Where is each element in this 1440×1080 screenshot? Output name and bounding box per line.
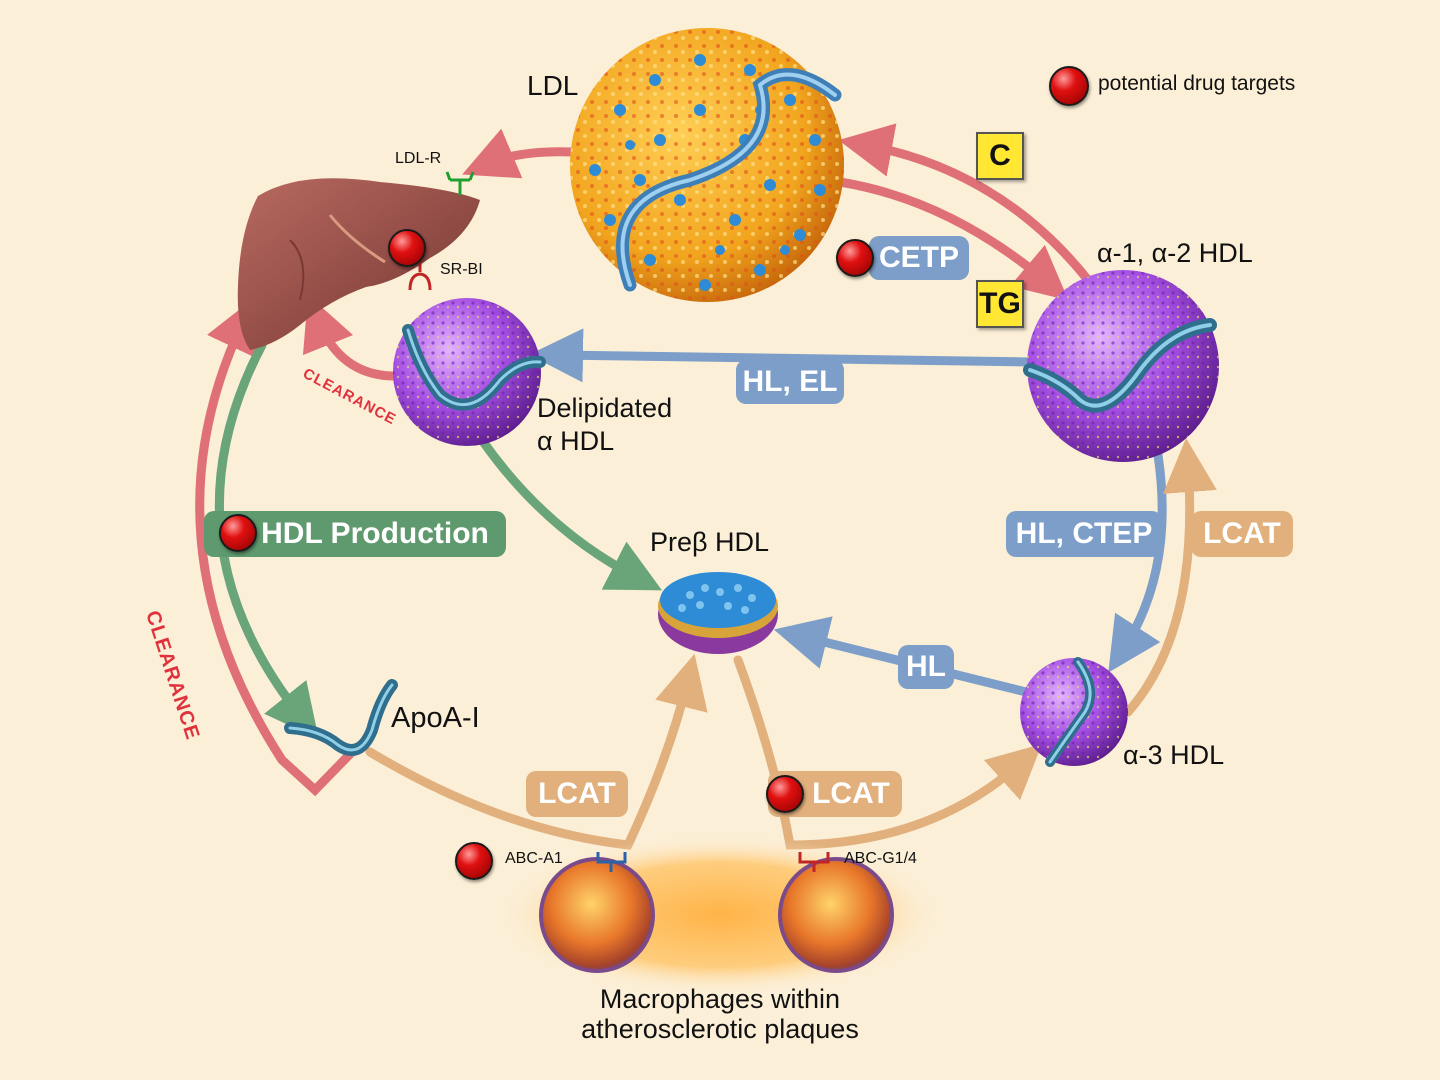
- sr-bi-label: SR-BI: [440, 261, 483, 278]
- lcat-right-pill: LCAT: [1191, 511, 1293, 557]
- arrow-lcat-mid: [733, 655, 1043, 850]
- alpha3-hdl-particle: [1020, 657, 1128, 767]
- apoa-i-strand: [284, 679, 398, 756]
- ldl-label: LDL: [527, 70, 579, 101]
- arrow-hl-ctep: [1108, 450, 1167, 673]
- delipidated-label-line2: α HDL: [537, 426, 615, 456]
- delipidated-label-line1: Delipidated: [537, 393, 673, 423]
- abc-a1-label: ABC-A1: [505, 850, 563, 867]
- ldl-r-label: LDL-R: [395, 150, 442, 167]
- arrow-delipidated-to-prebeta: [477, 435, 662, 591]
- hl-el-pill: HL, EL: [736, 360, 844, 404]
- abc-g-label: ABC-G1/4: [844, 850, 917, 867]
- alpha12-hdl-label: α-1, α-2 HDL: [1097, 238, 1253, 268]
- ldl-r-receptor: [445, 171, 475, 195]
- arrow-lcat-right: [1123, 438, 1217, 717]
- legend-drug-target-icon: [1049, 66, 1089, 106]
- hl-pill: HL: [898, 645, 954, 689]
- hdl-production-drug-target-icon: [219, 514, 257, 552]
- cetp-drug-target-icon: [836, 239, 874, 277]
- ldl-particle: [570, 28, 844, 302]
- alpha3-hdl-label: α-3 HDL: [1123, 740, 1225, 770]
- macrophages-label-line1: Macrophages within: [599, 984, 841, 1014]
- cetp-pill: CETP: [869, 236, 969, 280]
- arrow-ldl-to-liver: [462, 128, 577, 179]
- lcat-left-pill: LCAT: [526, 771, 628, 817]
- abc-g-transporter: [798, 852, 830, 872]
- lcat-mid-drug-target-icon: [766, 775, 804, 813]
- cholesterol-box: C: [976, 132, 1024, 180]
- arrow-ldl-to-hdl-triglyceride: [835, 177, 1069, 301]
- lcat-mid-label: LCAT: [812, 777, 890, 810]
- abc-a1-drug-target-icon: [455, 842, 493, 880]
- prebeta-hdl-particle: [658, 572, 778, 654]
- apoa-i-label: ApoA-I: [391, 702, 480, 734]
- legend-text: potential drug targets: [1098, 72, 1296, 95]
- abc-a1-transporter: [596, 852, 627, 872]
- alpha12-hdl-particle: [1023, 270, 1219, 462]
- hl-ctep-pill: HL, CTEP: [1006, 511, 1162, 557]
- macrophages-label-line2: atherosclerotic plaques: [581, 1014, 859, 1044]
- arrow-delipidated-clearance: [302, 294, 398, 381]
- sr-bi-drug-target-icon: [388, 229, 426, 267]
- triglyceride-box: TG: [976, 280, 1024, 328]
- prebeta-hdl-label: Preβ HDL: [650, 527, 770, 557]
- hdl-production-label: HDL Production: [261, 517, 489, 550]
- liver: [237, 178, 480, 350]
- delipidated-hdl-particle: [393, 298, 546, 446]
- arrow-hl-el: [529, 328, 1035, 383]
- macrophages-plaque: [500, 835, 940, 995]
